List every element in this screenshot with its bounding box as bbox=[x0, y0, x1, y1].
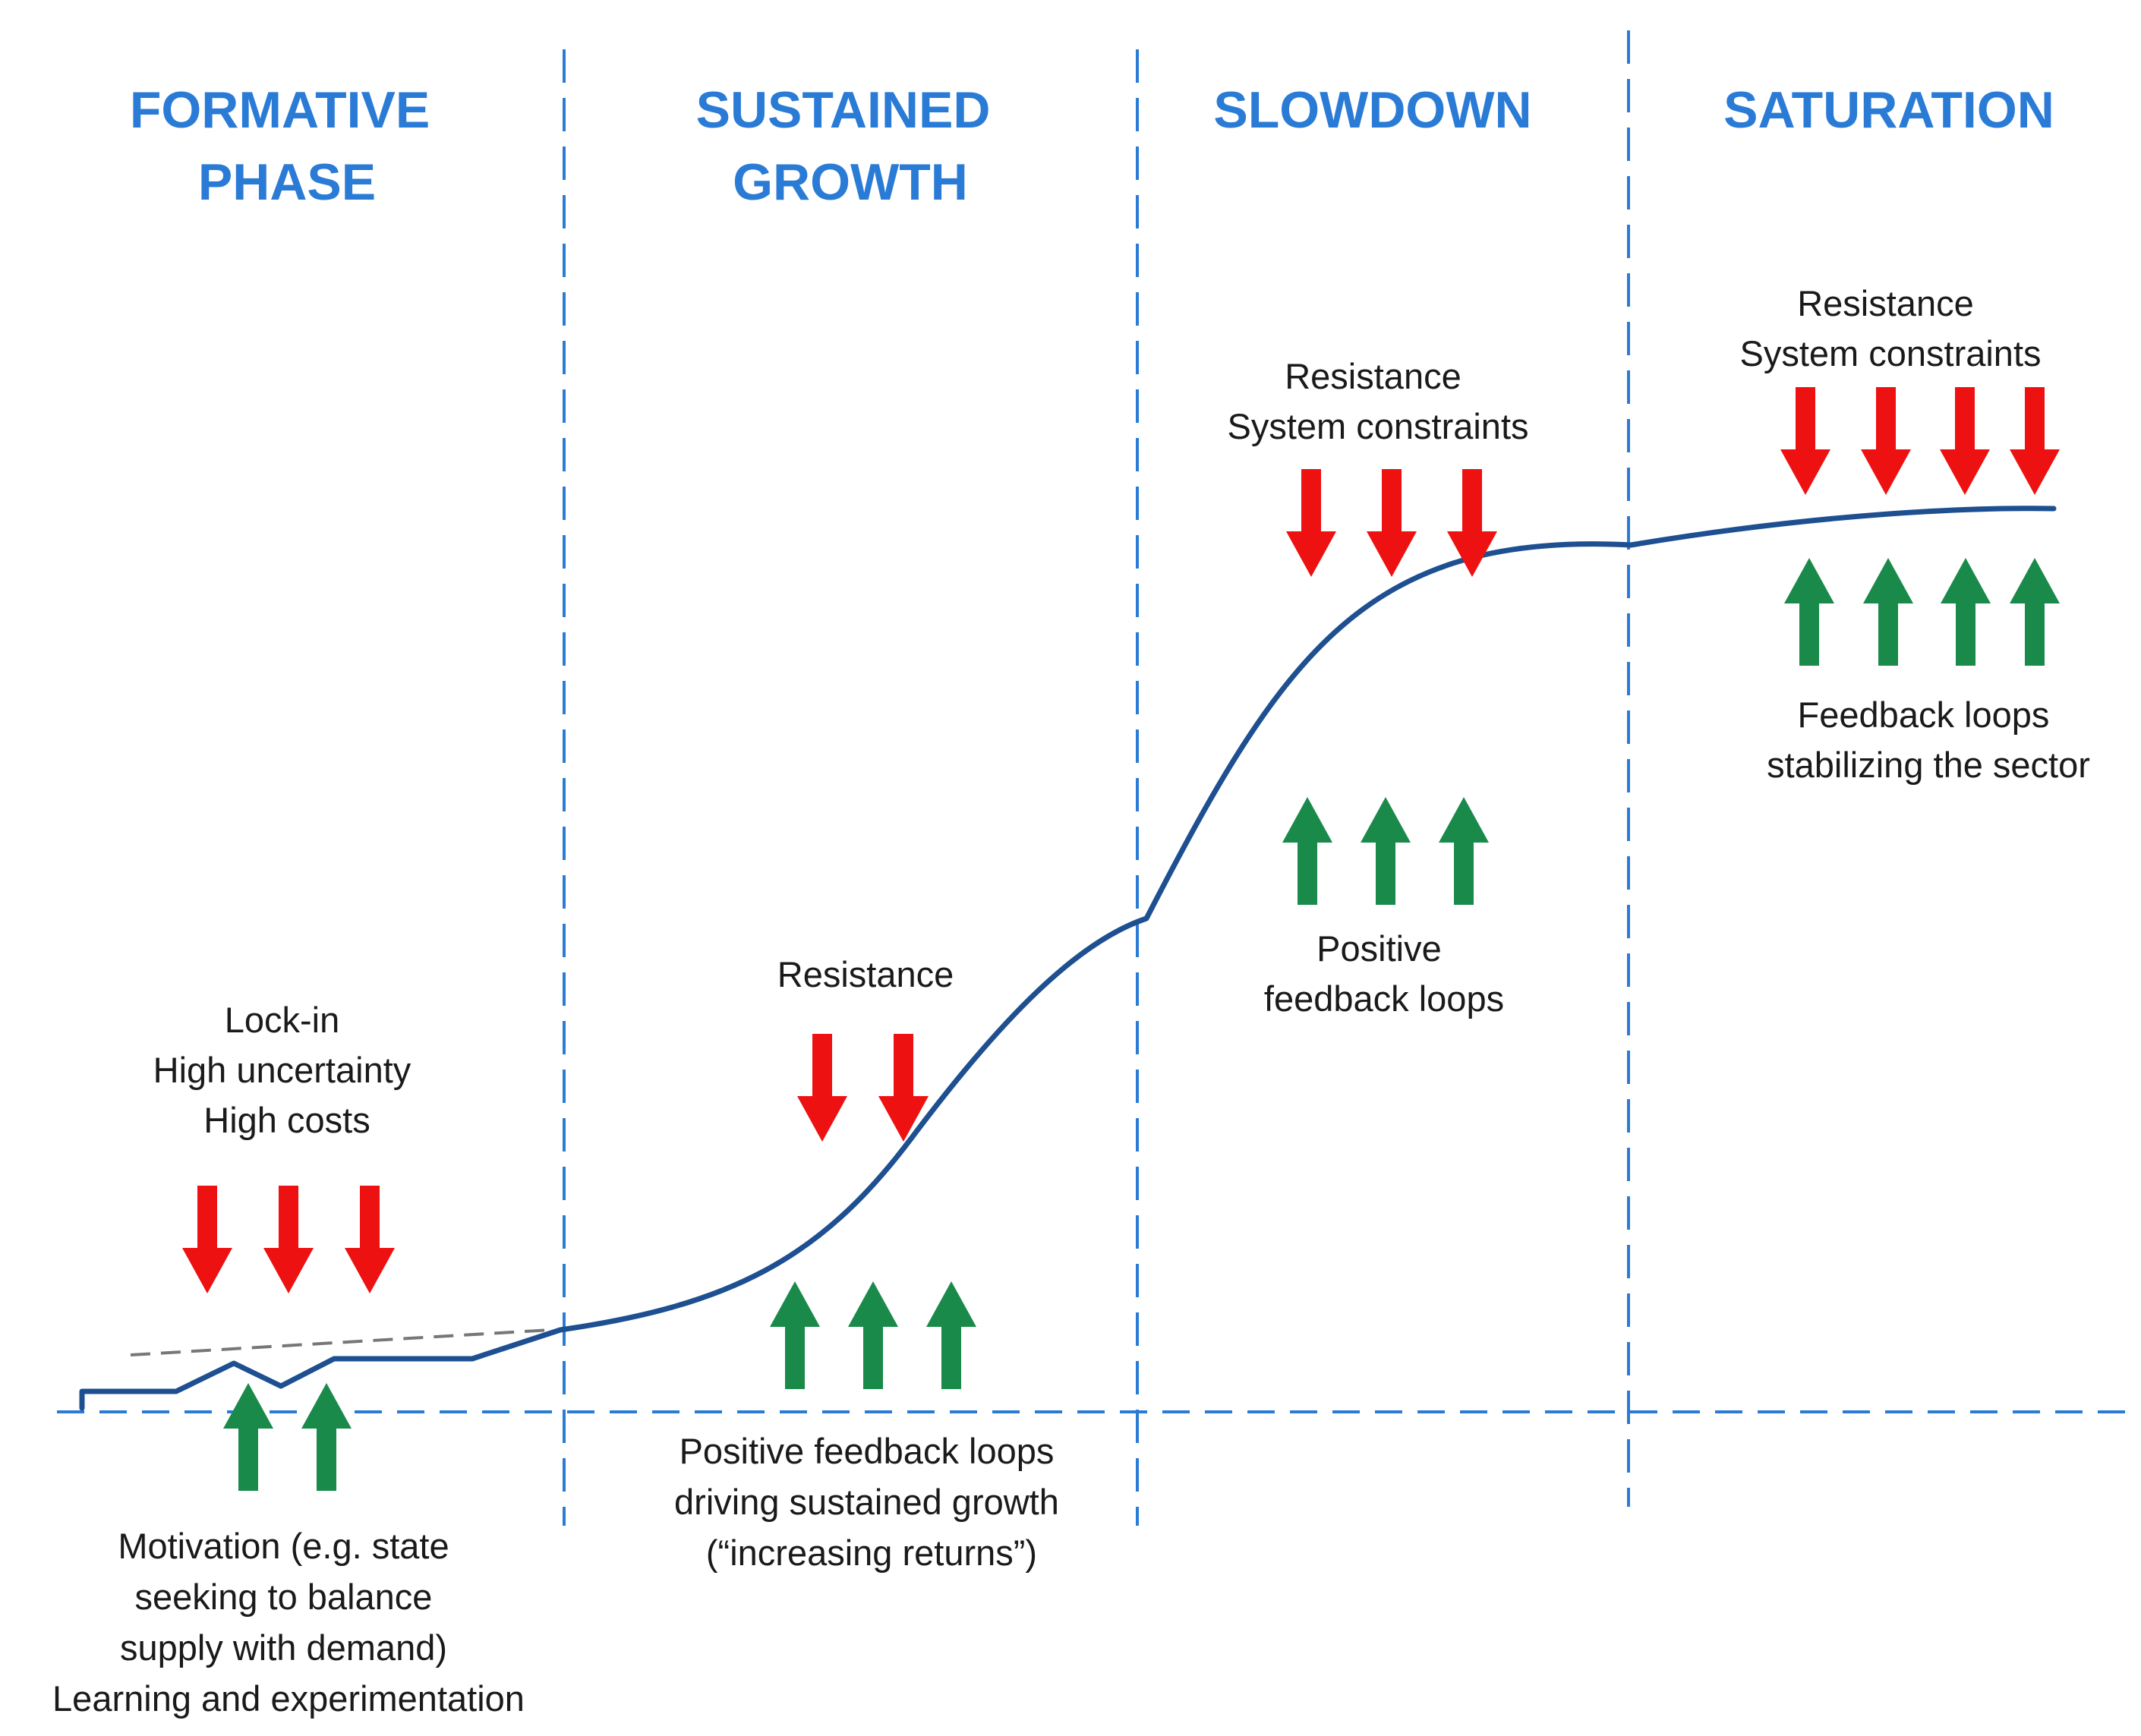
red-down-arrow-icon bbox=[1367, 469, 1417, 577]
red-down-arrow-icon bbox=[1780, 387, 1830, 495]
phase-title-slowdown: SLOWDOWN bbox=[1213, 81, 1531, 139]
green-up-arrow-icon bbox=[1863, 558, 1913, 666]
red-down-arrow-icon bbox=[182, 1186, 232, 1293]
saturation-resistance-arrows bbox=[1780, 387, 2060, 495]
slowdown-feedback-label: Positive feedback loops bbox=[1264, 928, 1504, 1019]
formative-feedback-arrows bbox=[223, 1383, 352, 1491]
green-up-arrow-icon bbox=[1784, 558, 1834, 666]
red-down-arrow-icon bbox=[1861, 387, 1911, 495]
green-up-arrow-icon bbox=[1282, 797, 1332, 905]
green-up-arrow-icon bbox=[926, 1281, 976, 1389]
formative-trend-line bbox=[130, 1328, 551, 1356]
saturation-feedback-label: Feedback loops stabilizing the sector bbox=[1767, 695, 2090, 785]
red-down-arrow-icon bbox=[1940, 387, 1990, 495]
formative-resistance-arrows bbox=[182, 1186, 395, 1293]
growth-resistance-label: Resistance bbox=[777, 954, 954, 994]
green-up-arrow-icon bbox=[770, 1281, 820, 1389]
green-up-arrow-icon bbox=[1439, 797, 1489, 905]
s-curve bbox=[79, 506, 2057, 1411]
red-down-arrow-icon bbox=[263, 1186, 314, 1293]
green-up-arrow-icon bbox=[1941, 558, 1991, 666]
phase-title-saturation: SATURATION bbox=[1723, 81, 2054, 139]
phase-title-sustained-growth: SUSTAINED GROWTH bbox=[696, 81, 1005, 211]
green-up-arrow-icon bbox=[848, 1281, 898, 1389]
green-up-arrow-icon bbox=[223, 1383, 273, 1491]
slowdown-resistance-label: Resistance System constraints bbox=[1227, 356, 1528, 446]
slowdown-resistance-arrows bbox=[1286, 469, 1497, 577]
red-down-arrow-icon bbox=[2010, 387, 2060, 495]
growth-feedback-label: Positive feedback loops driving sustaine… bbox=[674, 1431, 1069, 1573]
phase-title-formative: FORMATIVE PHASE bbox=[130, 81, 444, 211]
red-down-arrow-icon bbox=[1286, 469, 1336, 577]
formative-feedback-label: Motivation (e.g. state seeking to balanc… bbox=[52, 1526, 525, 1719]
red-down-arrow-icon bbox=[797, 1034, 847, 1142]
green-up-arrow-icon bbox=[2010, 558, 2060, 666]
formative-resistance-label: Lock-in High uncertainty High costs bbox=[153, 1000, 421, 1140]
green-up-arrow-icon bbox=[1361, 797, 1411, 905]
saturation-feedback-arrows bbox=[1784, 558, 2060, 666]
growth-feedback-arrows bbox=[770, 1281, 976, 1389]
growth-resistance-arrows bbox=[797, 1034, 929, 1142]
green-up-arrow-icon bbox=[301, 1383, 352, 1491]
saturation-resistance-label: Resistance System constraints bbox=[1739, 283, 2041, 373]
slowdown-feedback-arrows bbox=[1282, 797, 1489, 905]
red-down-arrow-icon bbox=[345, 1186, 395, 1293]
